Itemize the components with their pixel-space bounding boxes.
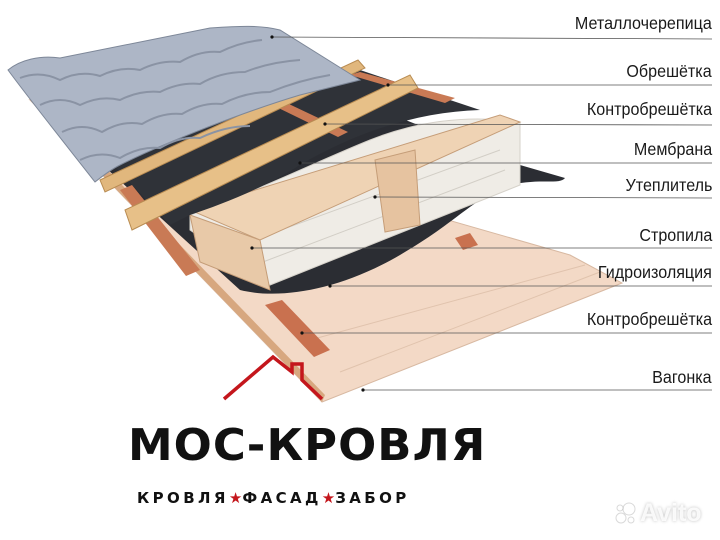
star-icon: ★ xyxy=(228,489,243,507)
tagline-roofing: КРОВЛЯ xyxy=(137,489,229,507)
label-batten: Обрешётка xyxy=(626,61,712,81)
leader-dots xyxy=(250,35,390,392)
brand-name: МОС-КРОВЛЯ xyxy=(128,420,487,471)
label-counter-batten-upper: Контробрешётка xyxy=(586,99,712,119)
tagline-fence: ЗАБОР xyxy=(335,489,410,507)
label-insulation: Утеплитель xyxy=(625,175,712,195)
label-metal-tile: Металлочерепица xyxy=(575,13,712,33)
rafter-top xyxy=(188,114,522,241)
leader-lines xyxy=(252,36,713,391)
tagline-facade: ФАСАД xyxy=(242,489,322,507)
star-icon: ★ xyxy=(321,489,336,507)
label-membrane: Мембрана xyxy=(633,139,712,159)
metal-tile-layer xyxy=(7,25,362,183)
plywood-seams xyxy=(309,264,601,373)
label-waterproofing: Гидроизоляция xyxy=(598,262,712,282)
label-rafters: Стропила xyxy=(639,225,712,245)
brand-tagline: КРОВЛЯ★ФАСАД★ЗАБОР xyxy=(137,489,410,507)
rafter-middle xyxy=(374,149,421,233)
lower-counter-batten xyxy=(265,300,330,357)
avito-watermark: Avito xyxy=(640,499,702,527)
batten-2 xyxy=(124,74,419,231)
logo-roof-icon xyxy=(222,354,324,401)
tile-waves xyxy=(19,39,331,161)
lower-counter-batten-2 xyxy=(455,233,478,250)
avito-logo-icon xyxy=(615,502,636,524)
label-counter-batten-lower: Контробрешётка xyxy=(586,309,712,329)
label-plywood: Вагонка xyxy=(652,367,712,387)
rafter-front xyxy=(189,214,271,291)
